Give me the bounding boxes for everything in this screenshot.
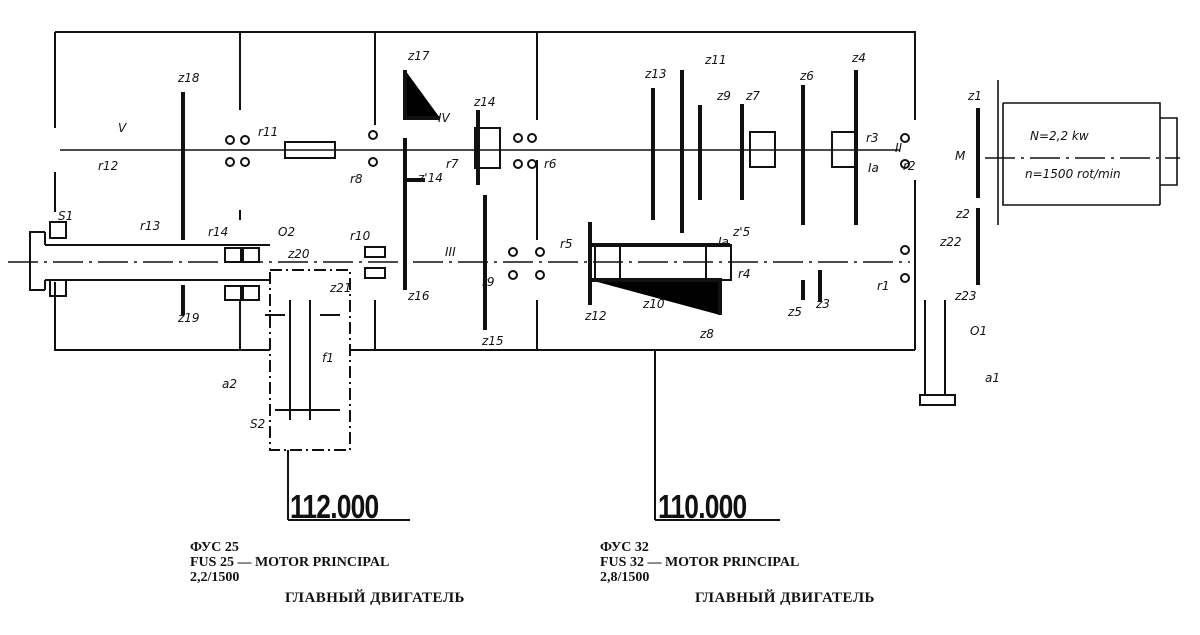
component-label-z10: z10 [642, 297, 665, 311]
component-label-z15: z15 [481, 334, 504, 348]
component-label-r5: r5 [560, 237, 573, 251]
component-label-r10: r10 [350, 229, 371, 243]
component-label-z3: z3 [815, 297, 830, 311]
variant-caption-fus25: ФУС 25 FUS 25 — MOTOR PRINCIPAL 2,2/1500… [190, 540, 465, 606]
component-label-r7: r7 [446, 157, 459, 171]
motor-power-label: N=2,2 kw [1030, 129, 1089, 143]
component-label-r4: r4 [738, 267, 751, 281]
component-label-a1: a1 [985, 371, 1000, 385]
component-label-r12: r12 [98, 159, 118, 173]
component-label-z23: z23 [954, 289, 977, 303]
component-label-O2: O2 [278, 225, 295, 239]
component-label-z19: z19 [177, 311, 200, 325]
component-label-z18: z18 [177, 71, 200, 85]
variant-caption-fus32: ФУС 32 FUS 32 — MOTOR PRINCIPAL 2,8/1500… [600, 540, 875, 606]
variant-code-112: 112.000 [290, 488, 379, 525]
component-label-z13: z13 [644, 67, 667, 81]
component-label-z7: z7 [745, 89, 760, 103]
component-label-r11: r11 [258, 125, 278, 139]
component-label-z16: z16 [407, 289, 430, 303]
component-label-z22: z22 [939, 235, 962, 249]
component-label-z14: z14 [473, 95, 496, 109]
component-label-z8: z8 [699, 327, 714, 341]
component-label-z11: z11 [704, 53, 727, 67]
motor-speed-label: n=1500 rot/min [1025, 167, 1121, 181]
ru-description: ГЛАВНЫЙ ДВИГАТЕЛЬ [285, 590, 465, 606]
component-label-f1: f1 [322, 351, 334, 365]
component-label-II: II [895, 141, 903, 155]
ru-model-name: ФУС 32 [600, 540, 649, 555]
component-label-z12: z12 [584, 309, 607, 323]
component-label-z21: z21 [329, 281, 352, 295]
model-name: FUS 25 — MOTOR PRINCIPAL [190, 555, 390, 570]
electric-motor [997, 80, 1178, 225]
component-label-O1: O1 [970, 324, 987, 338]
component-label-Ia: Ia [868, 161, 879, 175]
component-label-z9: z9 [716, 89, 731, 103]
component-label-IV: IV [438, 111, 451, 125]
component-label-r6: r6 [544, 157, 557, 171]
component-label-z17: z17 [407, 49, 430, 63]
housing-frame [54, 31, 916, 521]
component-label-S2: S2 [250, 417, 265, 431]
component-label-r13: r13 [140, 219, 160, 233]
component-label-r8: r8 [350, 172, 363, 186]
component-label-z2: z2 [955, 207, 970, 221]
bearings [49, 127, 956, 451]
component-label-V: V [118, 121, 127, 135]
component-label-z5: z'5 [732, 225, 750, 239]
component-label-z5: z5 [787, 305, 802, 319]
ru-description: ГЛАВНЫЙ ДВИГАТЕЛЬ [695, 590, 875, 606]
component-label-z20: z20 [287, 247, 310, 261]
component-label-r1: r1 [877, 279, 890, 293]
component-label-r2: r2 [903, 159, 916, 173]
component-label-M: M [955, 149, 966, 163]
ru-model-name: ФУС 25 [190, 540, 239, 555]
component-label-S1: S1 [58, 209, 73, 223]
component-label-z4: z4 [851, 51, 866, 65]
component-label-r14: r14 [208, 225, 228, 239]
component-label-a2: a2 [222, 377, 237, 391]
model-name: FUS 32 — MOTOR PRINCIPAL [600, 555, 800, 570]
component-label-Ia: Ia [718, 235, 729, 249]
component-label-z14: z'14 [417, 171, 443, 185]
gears [181, 70, 980, 330]
component-label-III: III [445, 245, 456, 259]
component-label-z6: z6 [799, 69, 814, 83]
motor-rating: 2,8/1500 [600, 570, 650, 585]
component-label-z1: z1 [967, 89, 982, 103]
variant-code-110: 110.000 [658, 488, 747, 525]
motor-rating: 2,2/1500 [190, 570, 240, 585]
component-label-r3: r3 [866, 131, 879, 145]
component-label-r9: r9 [482, 275, 495, 289]
